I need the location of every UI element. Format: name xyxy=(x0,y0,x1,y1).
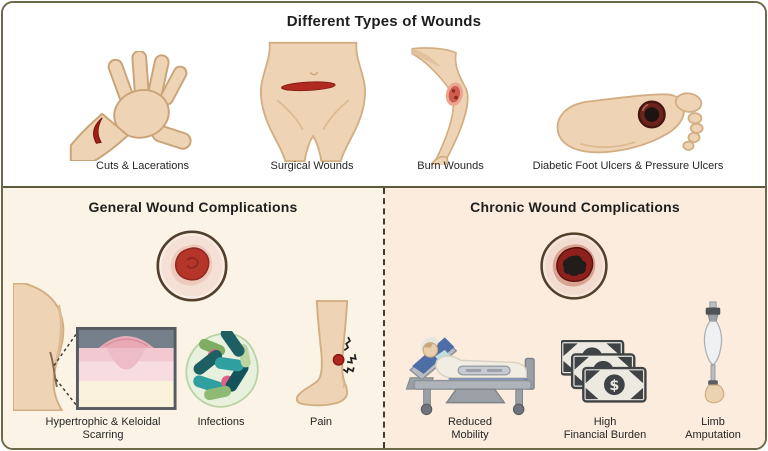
pain-figure xyxy=(294,300,368,414)
bacteria-icon xyxy=(185,331,259,408)
burn-wounds-figure xyxy=(401,47,501,165)
caption-pain: Pain xyxy=(309,416,333,428)
caption-burn: Burn Wounds xyxy=(417,160,484,172)
torso-surgical-icon xyxy=(259,41,367,163)
complications-row: General Wound Complications xyxy=(3,188,765,448)
section-wound-types: Different Types of Wounds xyxy=(3,3,765,188)
diabetic-ulcer-figure xyxy=(543,87,711,165)
leg-scar-inset-icon xyxy=(13,283,177,411)
chronic-wound-figure xyxy=(538,230,610,302)
foot-ulcer-icon xyxy=(556,92,704,154)
prosthetic-leg-icon xyxy=(703,301,725,404)
wound-types-title: Different Types of Wounds xyxy=(286,13,482,30)
general-title: General Wound Complications xyxy=(88,199,298,215)
money-icon: $ xyxy=(561,340,647,403)
cuts-lacerations-figure xyxy=(65,51,220,161)
caption-diabetic: Diabetic Foot Ulcers & Pressure Ulcers xyxy=(532,160,724,172)
scarring-figure xyxy=(13,283,179,411)
svg-text:$: $ xyxy=(609,378,619,394)
financial-burden-figure: $ xyxy=(561,340,647,404)
caption-cuts: Cuts & Lacerations xyxy=(96,160,189,172)
limb-amputation-figure xyxy=(692,300,734,404)
chronic-title: Chronic Wound Complications xyxy=(470,199,680,215)
caption-infections: Infections xyxy=(197,416,245,428)
hand-cut-icon xyxy=(69,51,192,161)
ankle-pain-icon xyxy=(295,300,357,407)
section-general-complications: General Wound Complications xyxy=(3,188,385,448)
caption-surgical: Surgical Wounds xyxy=(270,160,354,172)
chronic-wound-circle-icon xyxy=(540,232,608,300)
reduced-mobility-figure xyxy=(399,322,551,418)
surgical-wounds-figure xyxy=(247,41,379,163)
caption-scarring: Hypertrophic & Keloidal Scarring xyxy=(45,416,161,441)
caption-reduced-mobility: Reduced Mobility xyxy=(447,416,493,441)
acute-wound-circle-icon xyxy=(156,230,228,302)
infections-figure xyxy=(181,331,265,413)
caption-limb-amputation: Limb Amputation xyxy=(685,416,741,441)
hospital-bed-icon xyxy=(405,337,535,416)
section-chronic-complications: Chronic Wound Complications xyxy=(385,188,765,448)
general-wound-figure xyxy=(154,228,230,304)
arm-burn-icon xyxy=(411,47,469,165)
caption-financial-burden: High Financial Burden xyxy=(563,416,647,441)
